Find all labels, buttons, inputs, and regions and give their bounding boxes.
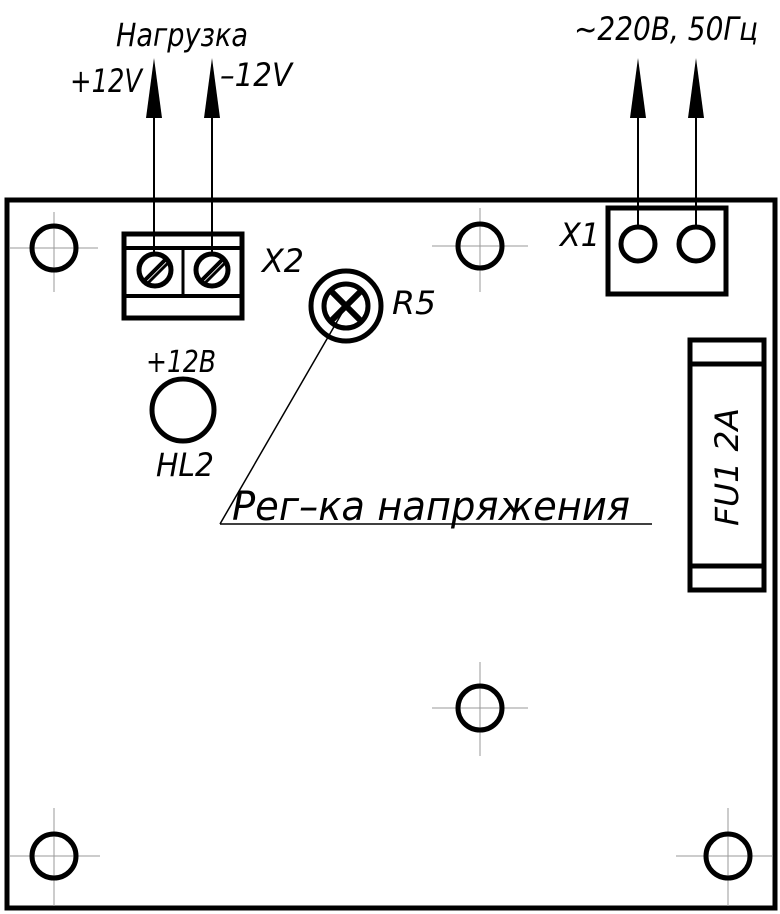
board-outline: [4, 197, 778, 911]
x2-label: X2: [260, 242, 304, 280]
regulator-label: Рег–ка напряжения: [232, 484, 630, 530]
plus-12v-label: +12V: [70, 62, 144, 100]
mounting-hole-top-center: [432, 208, 528, 292]
load-arrow-minus: [204, 58, 220, 254]
mounting-hole-top-left: [10, 212, 98, 292]
mounting-hole-center: [432, 662, 528, 756]
mounting-hole-bottom-right: [676, 808, 772, 906]
load-label: Нагрузка: [116, 16, 248, 54]
mains-label: ~220В, 50Гц: [574, 10, 758, 48]
load-arrow-plus: [146, 58, 162, 254]
hl2-label: HL2: [156, 446, 214, 484]
x1-label: X1: [558, 216, 600, 254]
connector-pin-1: [618, 224, 658, 264]
fuse-fu1: [687, 337, 767, 593]
terminal-block-x2: [121, 231, 245, 321]
fuse-label: FU1 2А: [708, 408, 746, 526]
plus-12b-label: +12В: [146, 345, 216, 380]
minus-12v-label: –12V: [220, 56, 294, 94]
led-hl2: [149, 376, 217, 444]
leader-line: [219, 305, 347, 525]
mains-arrow-2: [688, 58, 704, 228]
connector-x1: [605, 205, 729, 297]
mains-arrow-1: [630, 58, 646, 228]
connector-pin-2: [676, 224, 716, 264]
r5-label: R5: [392, 284, 436, 322]
mounting-hole-bottom-left: [10, 808, 100, 906]
